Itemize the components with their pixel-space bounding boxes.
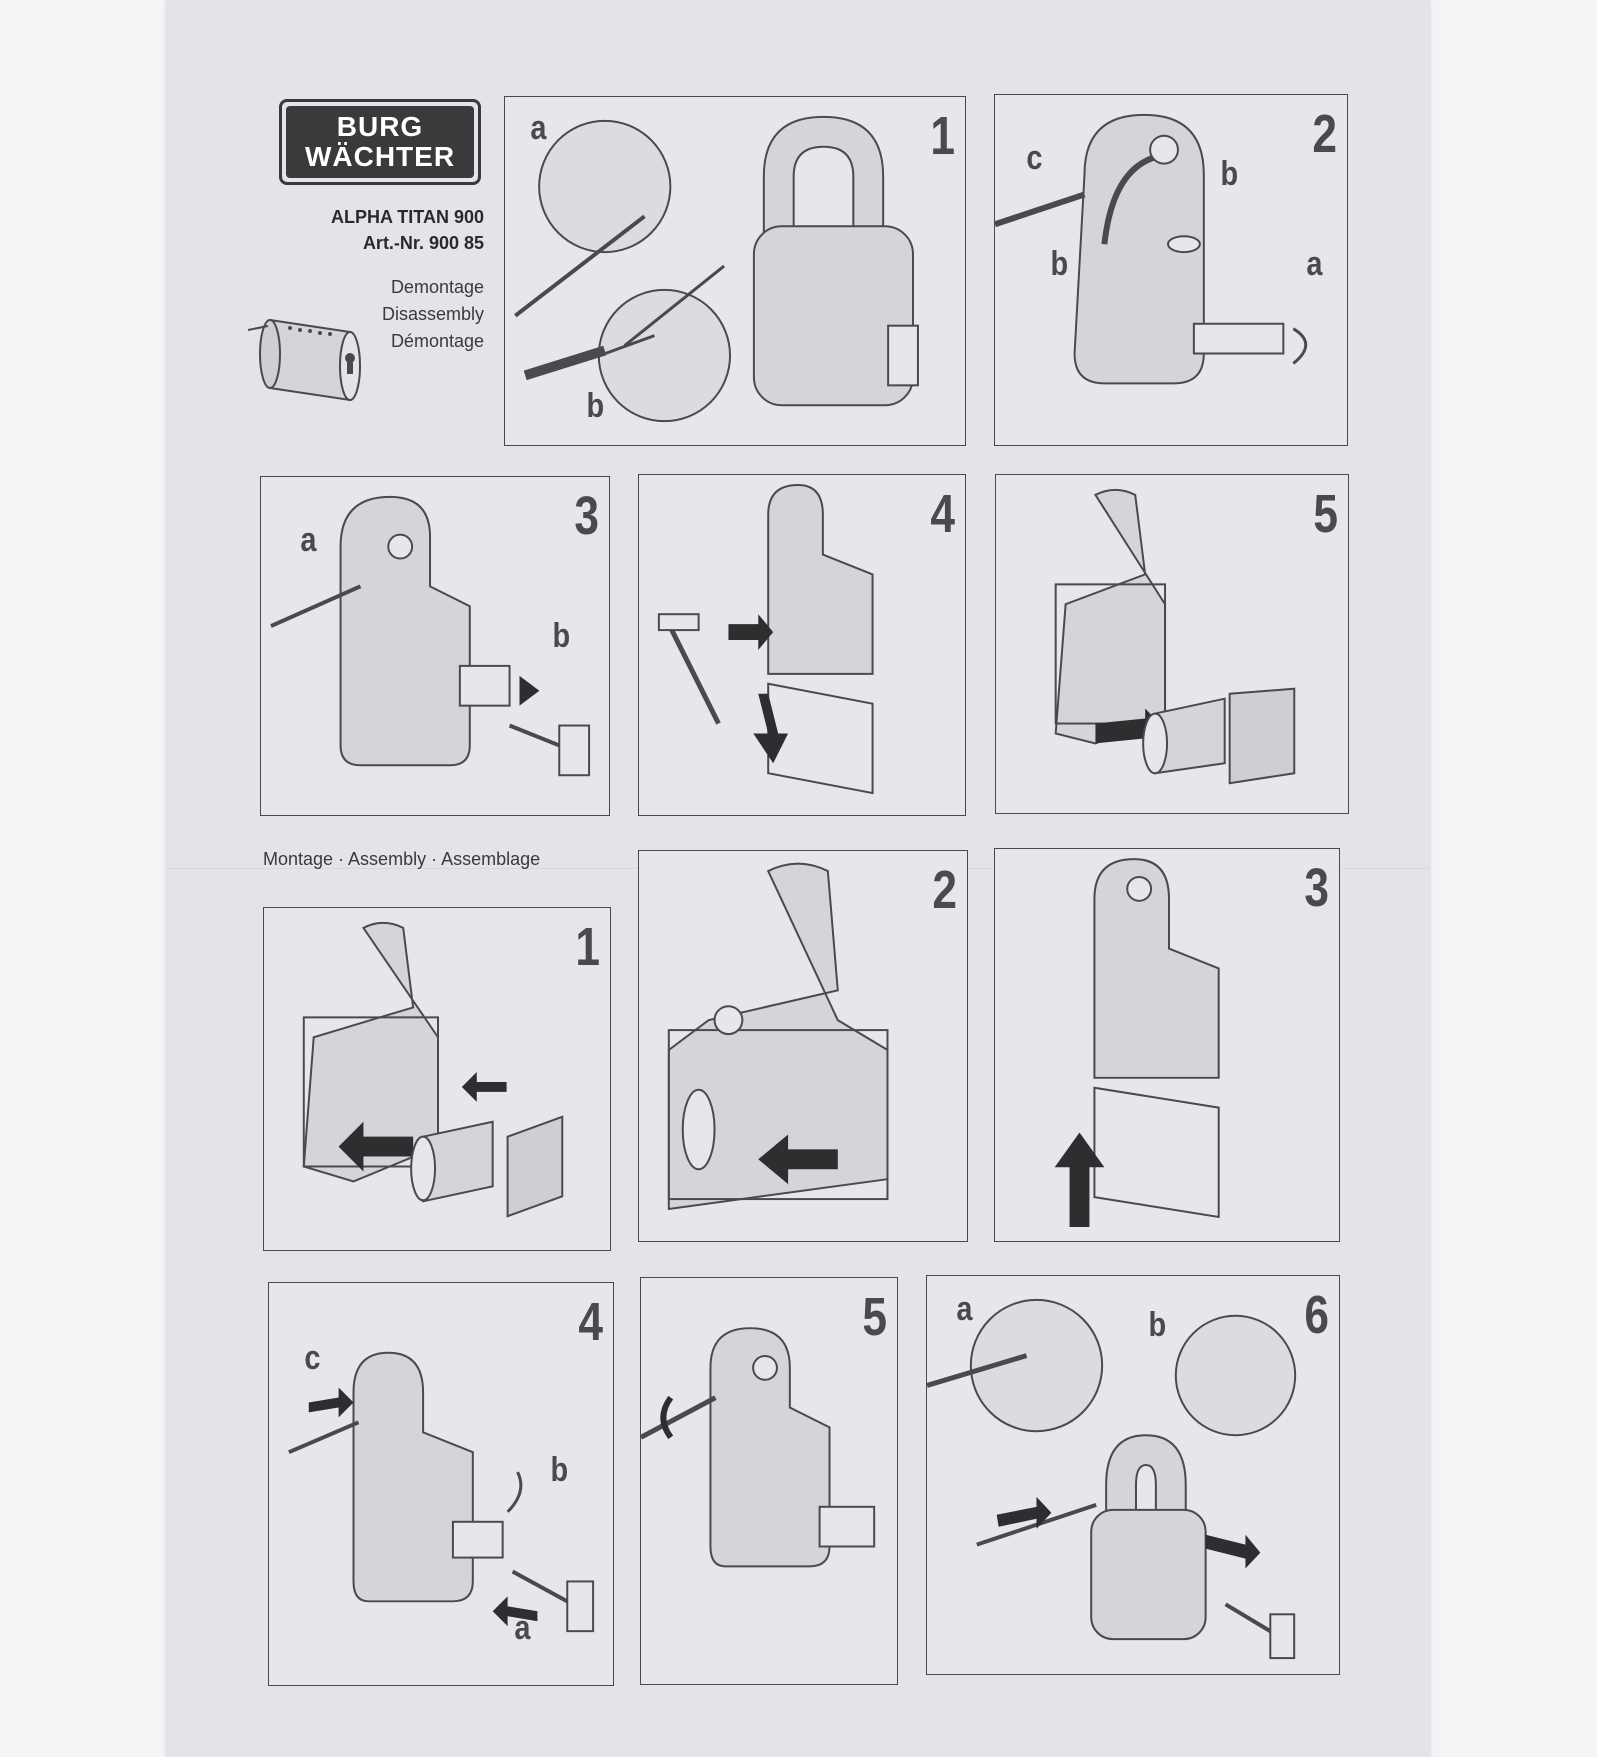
step-label: b: [586, 387, 605, 425]
cylinder-insertion-illustration: [302, 921, 564, 1218]
step-number: 5: [862, 1287, 887, 1347]
brand-logo: BURG WÄCHTER: [279, 99, 481, 185]
disassembly-title-de: Demontage: [390, 277, 484, 297]
article-number: Art.-Nr. 900 85: [362, 233, 484, 253]
product-info: ALPHA TITAN 900 Art.-Nr. 900 85: [331, 204, 484, 256]
assembly-step-6: 6 a b: [926, 1275, 1340, 1675]
step-number: 3: [574, 486, 599, 546]
step-label: b: [550, 1451, 569, 1489]
disassembly-step-4: 4: [638, 474, 966, 816]
padlock-screw-removal-illustration: [514, 115, 919, 423]
step-label: b: [552, 617, 571, 655]
step-label: a: [530, 109, 547, 147]
assembly-step-4: 4 c b a: [268, 1282, 614, 1686]
step-number: 1: [575, 917, 600, 977]
assembly-step-2: 2: [638, 850, 968, 1242]
brand-line-1: BURG: [336, 111, 424, 142]
step-number: 3: [1304, 858, 1329, 918]
step-label: a: [956, 1290, 973, 1328]
assembly-step-1: 1: [263, 907, 611, 1251]
step-number: 1: [930, 106, 955, 166]
cylinder-extraction-illustration: [1054, 488, 1296, 785]
step-number: 6: [1304, 1285, 1329, 1345]
screw-tightening-illustration: [641, 1327, 876, 1568]
step-number: 4: [578, 1292, 603, 1352]
step-number: 4: [930, 484, 955, 544]
disassembly-titles: Demontage Disassembly Démontage: [382, 274, 484, 355]
step-number: 5: [1313, 484, 1338, 544]
step-label: c: [304, 1339, 321, 1377]
product-name: ALPHA TITAN 900: [330, 207, 484, 227]
lock-housing-illustration: [667, 862, 889, 1211]
final-screw-and-key-illustration: [927, 1298, 1297, 1660]
brand-line-2: WÄCHTER: [304, 141, 456, 172]
disassembly-step-3: 3 a b: [260, 476, 610, 816]
lock-cylinder-illustration: [247, 318, 361, 402]
step-label: a: [300, 521, 317, 559]
step-label: b: [1148, 1306, 1167, 1344]
lock-pin-removal-illustration: [270, 495, 591, 777]
assembly-step-3: 3: [994, 848, 1340, 1242]
disassembly-title-en: Disassembly: [381, 304, 484, 324]
lock-body-separation-illustration: [657, 483, 874, 795]
key-and-pin-insertion-illustration: [288, 1351, 595, 1633]
disassembly-step-1: 1 a b: [504, 96, 966, 446]
step-label: a: [1306, 245, 1323, 283]
step-number: 2: [932, 860, 957, 920]
disassembly-step-5: 5: [995, 474, 1349, 814]
step-number: 2: [1312, 104, 1337, 164]
step-label: c: [1026, 139, 1043, 177]
step-label: b: [1220, 155, 1239, 193]
disassembly-title-fr: Démontage: [390, 331, 484, 351]
assembly-heading: Montage · Assembly · Assemblage: [263, 849, 541, 869]
disassembly-step-2: 2 c b b a: [994, 94, 1348, 446]
step-label: a: [514, 1609, 531, 1647]
padlock-key-turn-illustration: [995, 113, 1308, 385]
step-label: b: [1050, 245, 1069, 283]
assembly-step-5: 5: [640, 1277, 898, 1685]
lock-body-join-illustration: [1054, 858, 1220, 1227]
